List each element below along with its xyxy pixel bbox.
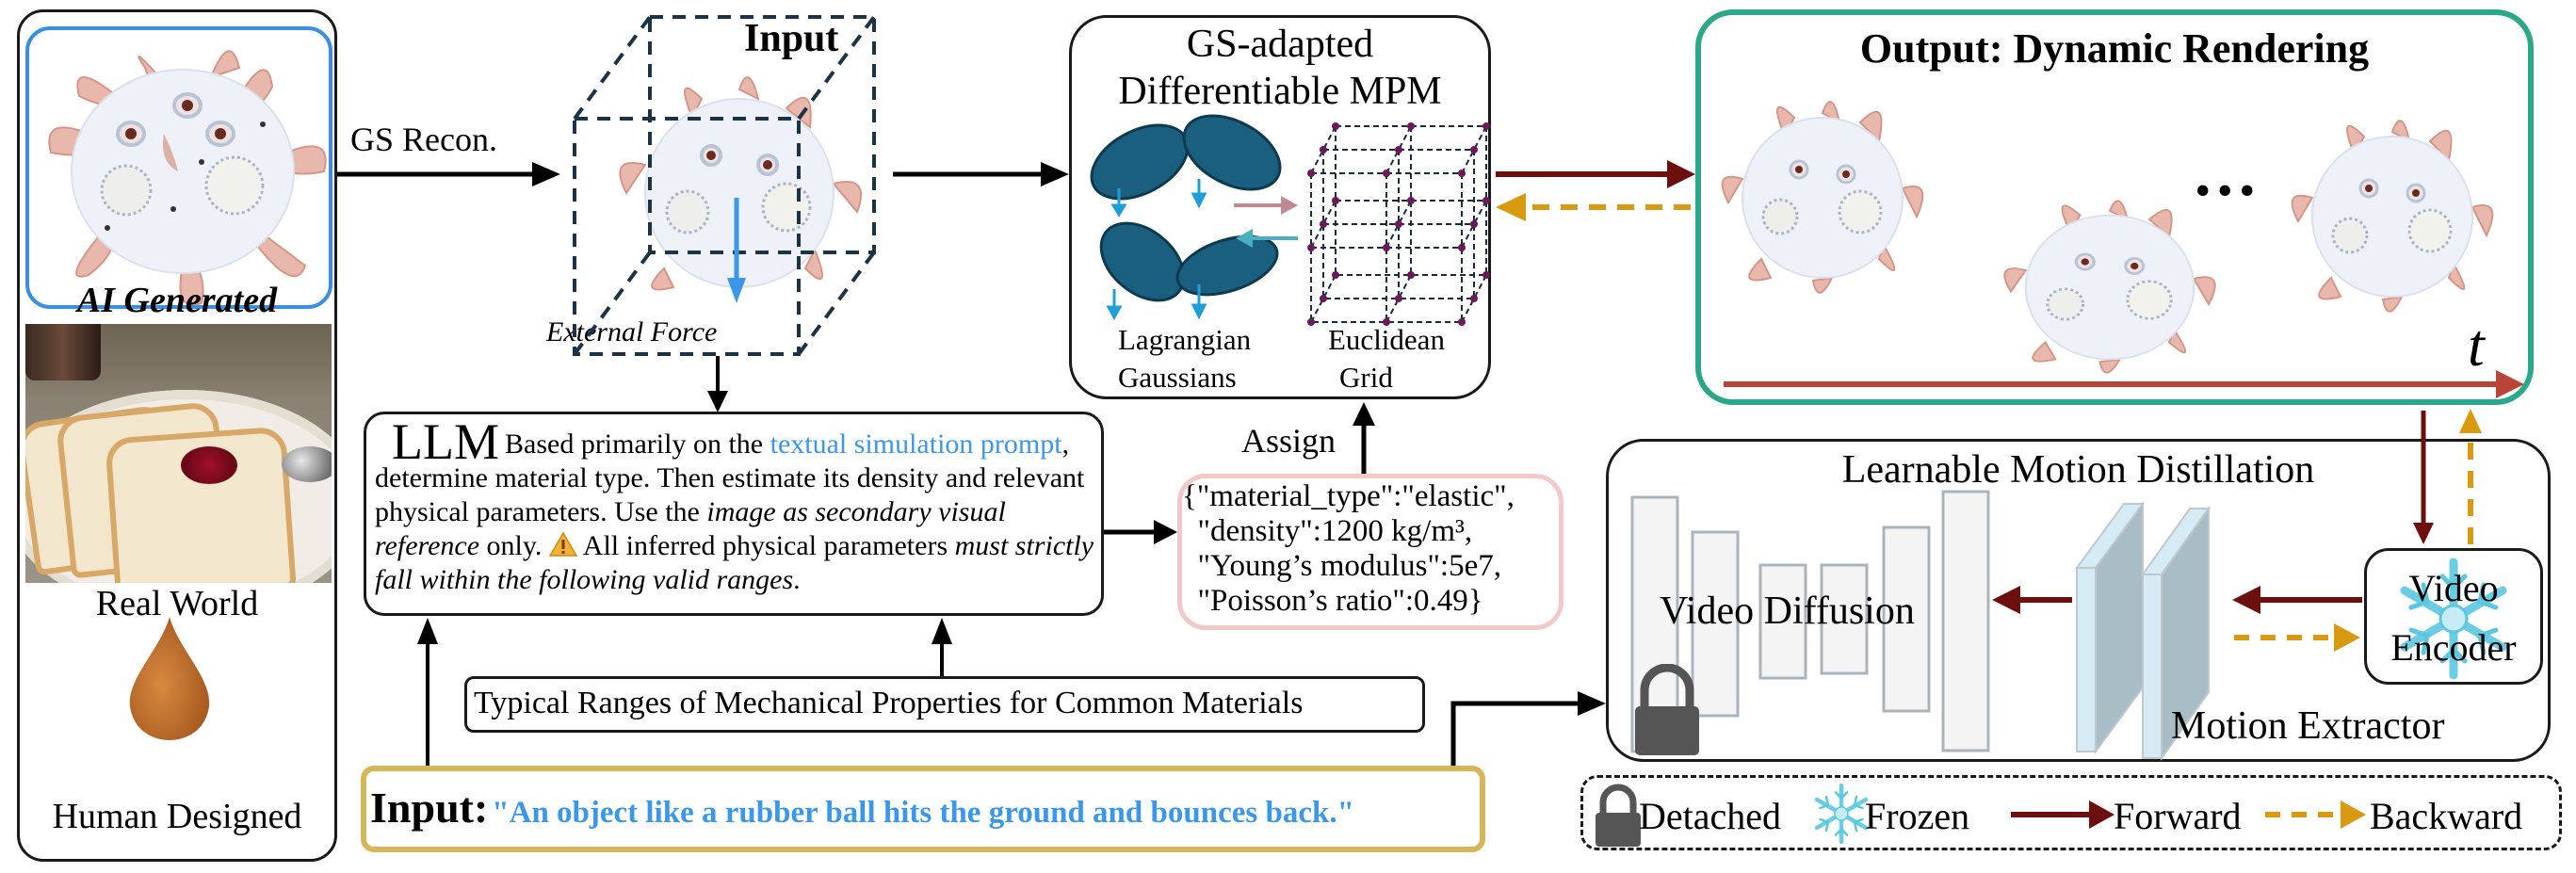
material-ranges-box [464, 676, 1425, 733]
source-label-human-designed: Human Designed [52, 797, 302, 836]
spoon [282, 446, 332, 482]
jam-blob [181, 446, 237, 484]
input-spiky-ball-icon [619, 76, 862, 291]
encoder-label-line1: Video [2408, 567, 2499, 609]
mpm-title-line1: GS-adapted [1186, 23, 1374, 66]
json-line-youngs: "Young’s modulus":5e7, [1182, 549, 1501, 583]
lock-icon [1635, 664, 1699, 755]
warning-icon [548, 531, 578, 557]
output-title: Output: Dynamic Rendering [1859, 25, 2370, 72]
params-json-box [1177, 474, 1563, 630]
teardrop-object-icon [129, 617, 210, 740]
mpm-title-line2: Differentiable MPM [1118, 70, 1442, 113]
gaussians-label-line2: Gaussians [1118, 361, 1237, 394]
assign-label: Assign [1241, 422, 1337, 460]
jam-jar [25, 324, 101, 380]
ai-generated-image [25, 26, 332, 309]
legend-lock-icon [1596, 784, 1641, 847]
real-world-image [25, 324, 332, 583]
gs-recon-label: GS Recon. [350, 121, 497, 158]
time-axis-label: t [2468, 312, 2485, 379]
video-diffusion-label: Video Diffusion [1660, 590, 1915, 633]
legend-backward-arrow-icon [2265, 800, 2366, 829]
output-rendering-panel [1695, 9, 2534, 405]
textual-prompt-highlight: textual simulation prompt [770, 428, 1062, 460]
grid-label-line2: Grid [1339, 361, 1393, 394]
json-line-poisson: "Poisson’s ratio":0.49} [1182, 584, 1483, 618]
prompt-label: Input: [370, 784, 489, 832]
motion-extractor-label: Motion Extractor [2171, 704, 2445, 748]
legend-backward: Backward [2370, 795, 2523, 837]
encoder-label-line2: Encoder [2390, 626, 2517, 669]
output-frame-1 [1721, 100, 1924, 295]
motion-distillation-module [1606, 439, 2551, 762]
input-sources-panel [17, 9, 337, 862]
motion-distillation-title: Learnable Motion Distillation [1841, 448, 2315, 492]
json-line-material: {"material_type":"elastic", [1182, 479, 1515, 513]
text-prompt-box [361, 766, 1485, 852]
grid-label-line1: Euclidean [1328, 323, 1445, 356]
input-cube-title: Input [744, 17, 839, 60]
source-label-ai-generated: AI Generated [76, 281, 278, 320]
legend-detached: Detached [1639, 795, 1782, 837]
legend-frozen: Frozen [1865, 795, 1970, 837]
text-prompt: Input: "An object like a rubber ball hit… [370, 786, 1354, 830]
output-frame-3 [2291, 119, 2494, 314]
material-ranges-label: Typical Ranges of Mechanical Properties … [474, 686, 1304, 720]
prompt-text: "An object like a rubber ball hits the g… [492, 796, 1354, 830]
spiky-ball-icon [48, 50, 327, 305]
source-label-real-world: Real World [95, 584, 259, 623]
gaussians-label-line1: Lagrangian [1118, 323, 1252, 356]
llm-label: LLM [392, 413, 499, 470]
legend-forward: Forward [2114, 795, 2242, 837]
legend [1580, 775, 2562, 850]
params-json-text: {"material_type":"elastic", "density":12… [1182, 479, 1515, 619]
output-frame-2 [1997, 184, 2223, 381]
ellipsis-2: ... [2195, 137, 2261, 210]
json-line-density: "density":1200 kg/m³, [1182, 514, 1473, 548]
llm-prompt-box [364, 412, 1104, 616]
legend-forward-arrow-icon [2011, 800, 2114, 829]
external-force-label: External Force [546, 316, 718, 348]
mpm-module [1069, 15, 1491, 399]
legend-snowflake-icon [1813, 782, 1870, 846]
